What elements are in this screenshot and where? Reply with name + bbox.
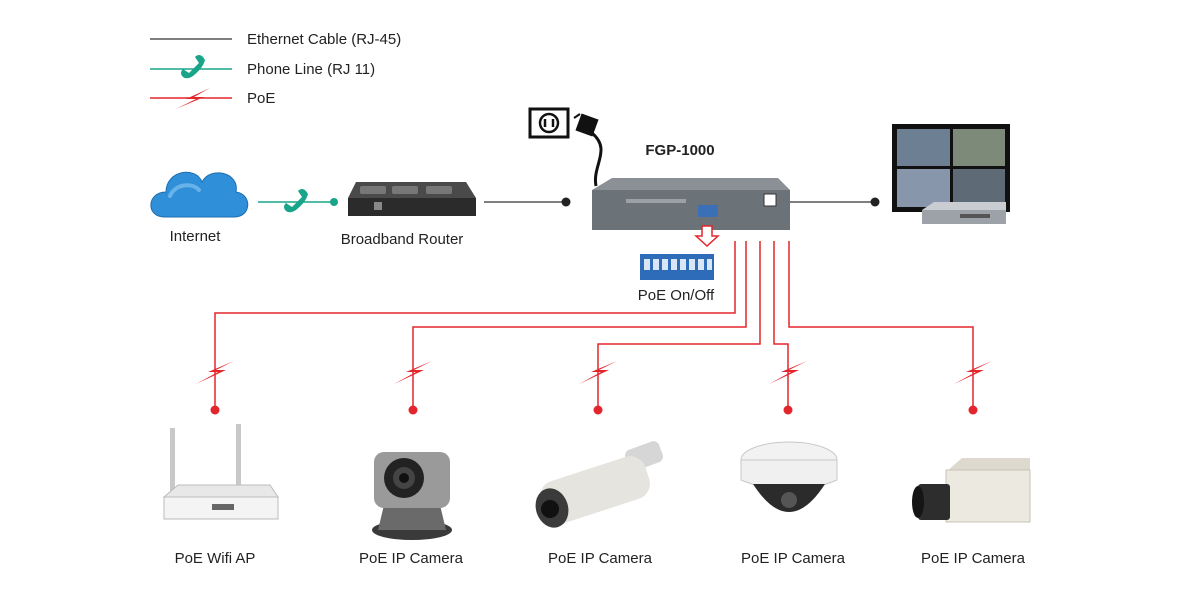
- bullet-camera-icon: [535, 441, 663, 528]
- phone-handset-icon: [181, 55, 205, 79]
- poe-distribution: [214, 241, 974, 410]
- phone-link: [258, 189, 338, 213]
- ethernet-link-router-switch: [484, 197, 571, 207]
- dome-camera-icon: [740, 441, 838, 512]
- legend-poe-label: PoE: [247, 90, 275, 107]
- surveillance-monitor-icon: [892, 124, 1010, 212]
- poe-endpoint-dot: [210, 405, 220, 415]
- nvr-recorder-icon: [922, 202, 1006, 224]
- poe-endpoint-dot: [783, 405, 793, 415]
- switch-model-title: FGP-1000: [645, 142, 714, 159]
- legend-phone-line: [150, 55, 232, 79]
- poe-endpoint-dot: [968, 405, 978, 415]
- internet-label: Internet: [170, 228, 222, 245]
- dip-switch-icon: [640, 254, 714, 280]
- phone-handset-icon: [284, 189, 308, 213]
- cloud-icon: [150, 171, 249, 218]
- box-camera-icon: [912, 458, 1031, 523]
- wifi-ap-icon: [162, 424, 279, 520]
- ethernet-link-switch-nvr: [790, 197, 880, 207]
- device-label: PoE IP Camera: [548, 550, 653, 567]
- power-cable-icon: [573, 113, 603, 187]
- legend-poe-line: [150, 88, 232, 109]
- poe-endpoint-dot: [408, 405, 418, 415]
- poe-endpoint-dot: [593, 405, 603, 415]
- router-icon: [348, 182, 476, 216]
- device-label: PoE IP Camera: [741, 550, 846, 567]
- device-label: PoE IP Camera: [359, 550, 464, 567]
- legend-ethernet-label: Ethernet Cable (RJ-45): [247, 31, 401, 48]
- poe-switch-icon: [592, 178, 790, 230]
- ptz-camera-icon: [372, 452, 452, 540]
- lightning-icon: [176, 88, 210, 109]
- router-label: Broadband Router: [341, 231, 464, 248]
- poe-endpoints: [196, 361, 992, 415]
- poe-switch-label: PoE On/Off: [638, 287, 715, 304]
- device-label: PoE IP Camera: [921, 550, 1026, 567]
- device-label: PoE Wifi AP: [175, 550, 256, 567]
- arrow-down-icon: [694, 225, 720, 248]
- power-outlet-icon: [528, 107, 570, 139]
- legend-phone-label: Phone Line (RJ 11): [247, 61, 375, 78]
- legend: [150, 38, 232, 109]
